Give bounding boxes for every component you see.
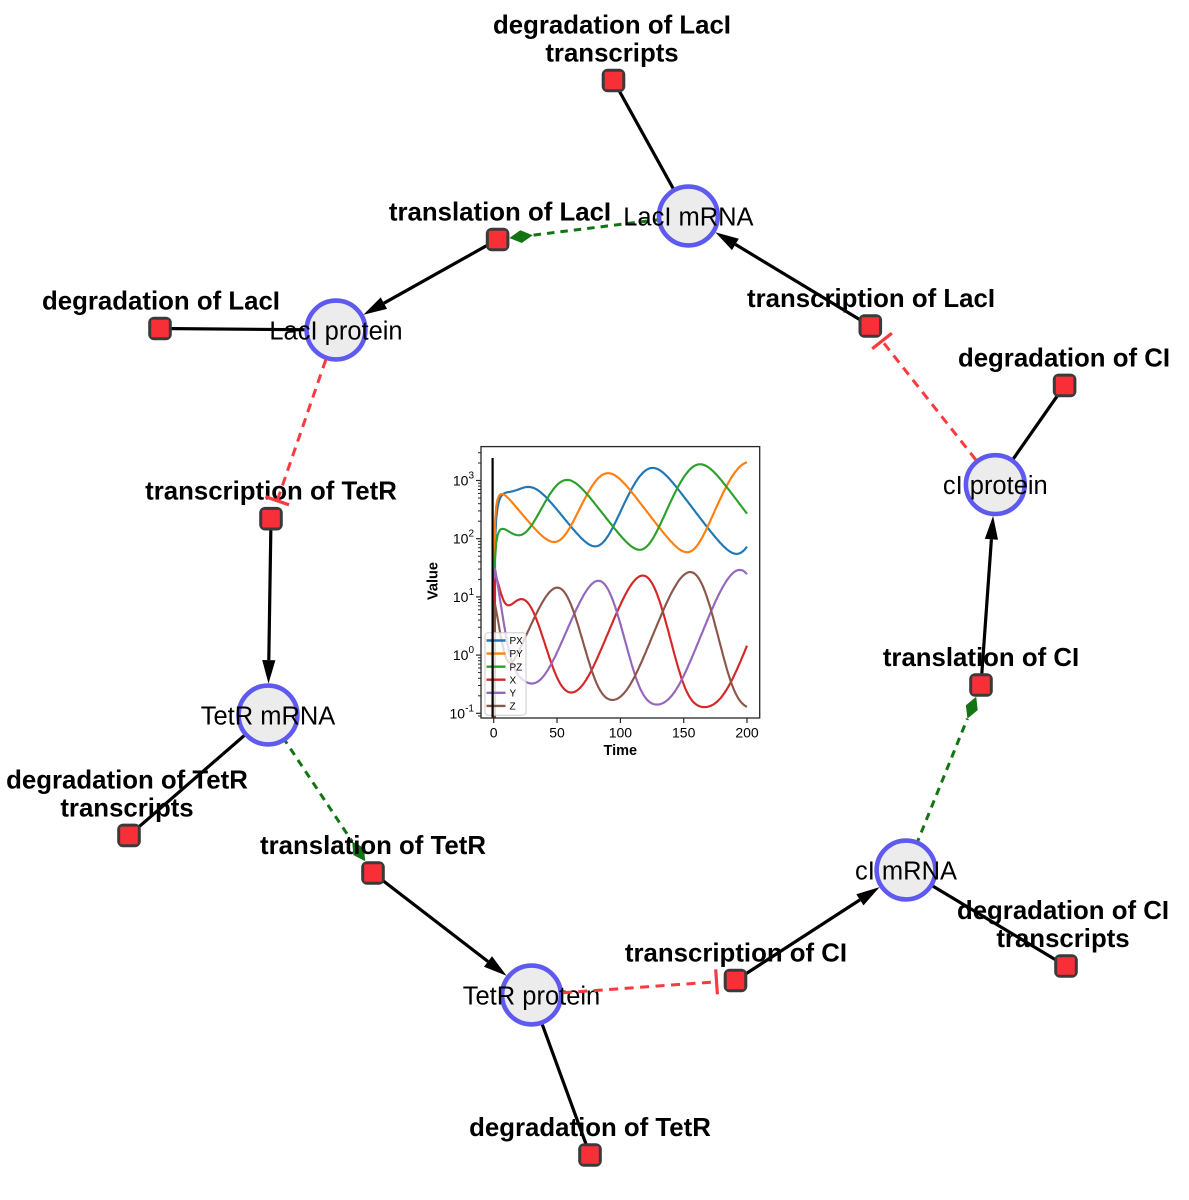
- svg-text:cI protein: cI protein: [943, 472, 1048, 500]
- svg-text:transcripts: transcripts: [545, 40, 678, 68]
- svg-text:degradation of LacI: degradation of LacI: [493, 12, 731, 40]
- svg-text:PY: PY: [510, 649, 524, 660]
- svg-text:transcripts: transcripts: [996, 925, 1129, 953]
- svg-text:Time: Time: [604, 743, 638, 759]
- svg-text:degradation of TetR: degradation of TetR: [469, 1114, 711, 1142]
- svg-text:LacI mRNA: LacI mRNA: [623, 203, 753, 231]
- svg-text:0: 0: [490, 725, 498, 741]
- svg-text:TetR protein: TetR protein: [463, 982, 601, 1010]
- svg-text:degradation of CI: degradation of CI: [958, 344, 1170, 372]
- svg-text:50: 50: [549, 725, 565, 741]
- svg-text:PX: PX: [510, 636, 524, 647]
- svg-text:translation of CI: translation of CI: [883, 644, 1079, 672]
- svg-text:transcription of TetR: transcription of TetR: [145, 478, 397, 506]
- svg-text:150: 150: [672, 725, 696, 741]
- svg-text:100: 100: [609, 725, 633, 741]
- svg-text:Y: Y: [510, 688, 517, 699]
- svg-text:Value: Value: [426, 562, 442, 600]
- svg-text:PZ: PZ: [510, 662, 523, 673]
- svg-text:TetR mRNA: TetR mRNA: [201, 702, 336, 730]
- svg-text:transcripts: transcripts: [60, 794, 193, 822]
- svg-text:translation of TetR: translation of TetR: [260, 832, 486, 860]
- svg-text:transcription of CI: transcription of CI: [625, 940, 847, 968]
- svg-text:200: 200: [735, 725, 759, 741]
- svg-text:degradation of LacI: degradation of LacI: [42, 288, 280, 316]
- svg-text:cI mRNA: cI mRNA: [855, 857, 957, 885]
- svg-text:transcription of LacI: transcription of LacI: [747, 285, 995, 313]
- svg-text:X: X: [510, 675, 517, 686]
- svg-text:translation of LacI: translation of LacI: [389, 199, 611, 227]
- svg-text:LacI protein: LacI protein: [269, 317, 402, 345]
- svg-text:degradation of TetR: degradation of TetR: [6, 766, 248, 794]
- svg-text:degradation of CI: degradation of CI: [957, 897, 1169, 925]
- svg-text:Z: Z: [510, 702, 516, 713]
